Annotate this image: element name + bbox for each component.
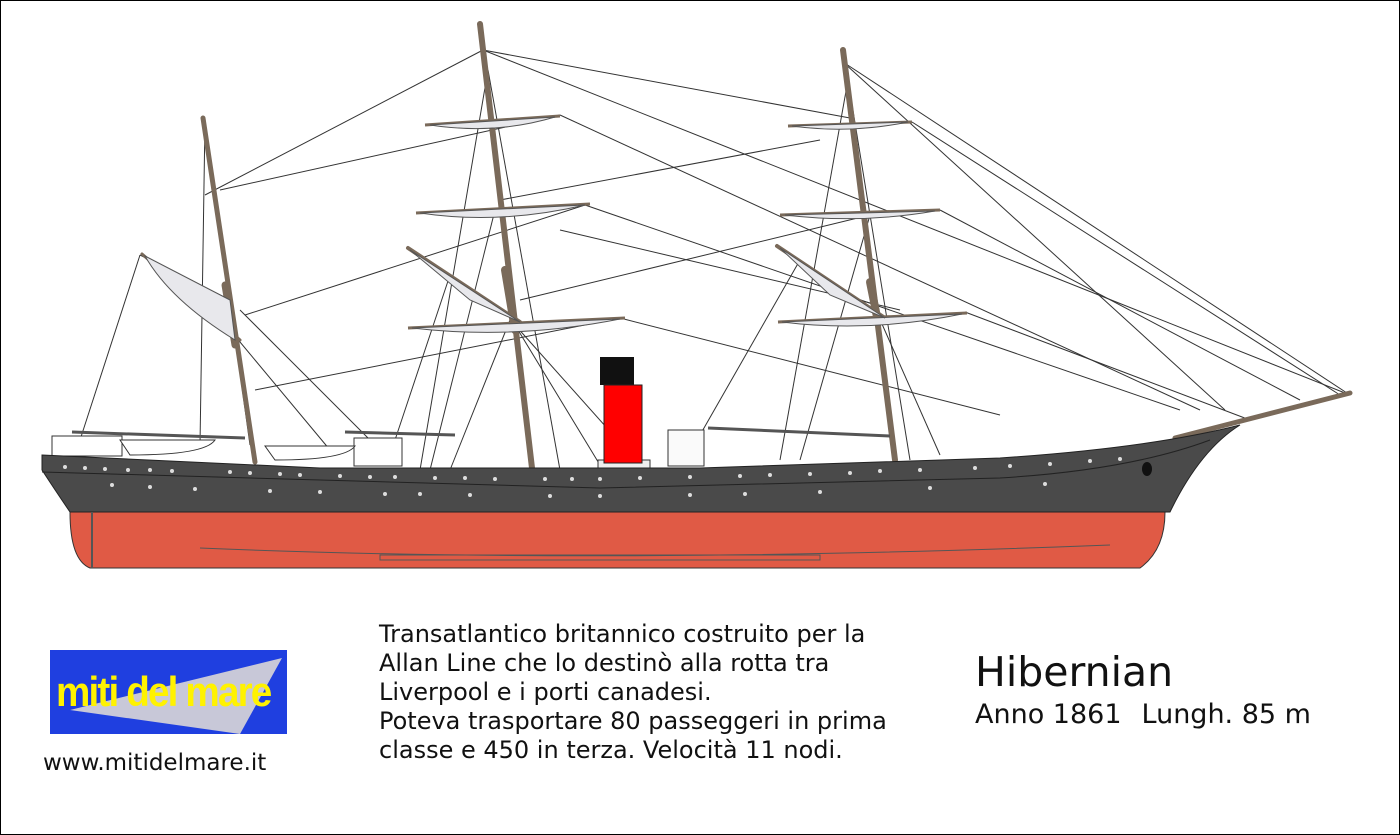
ship-illustration — [41, 21, 1353, 569]
logo-text: miti del mare — [56, 668, 272, 715]
site-url[interactable]: www.mitidelmare.it — [43, 750, 267, 776]
bowsprit — [1172, 390, 1353, 441]
masts — [140, 21, 1353, 471]
description-line: Liverpool e i porti canadesi. — [379, 678, 712, 706]
main-mast — [477, 21, 535, 471]
portholes — [63, 457, 1122, 498]
deckhouses — [51, 435, 403, 467]
furled-sails — [143, 116, 963, 341]
ship-year: Anno 1861 — [975, 699, 1122, 730]
hull-upper — [41, 424, 1241, 513]
description-line: Allan Line che lo destinò alla rotta tra — [379, 649, 830, 677]
hawse-hole — [1142, 462, 1152, 476]
ship-name: Hibernian — [975, 648, 1174, 696]
hull-lower — [69, 511, 1166, 569]
miti-del-mare-logo[interactable]: miti del mare — [50, 650, 287, 734]
ship-description: Transatlantico britannico costruito per … — [379, 620, 939, 765]
description-line: Poteva trasportare 80 passeggeri in prim… — [379, 707, 887, 735]
fore-mast — [840, 47, 898, 463]
logo-swoosh — [70, 658, 282, 734]
ship-info: Anno 1861 Lungh. 85 m — [975, 699, 1311, 730]
funnel — [597, 357, 705, 471]
description-line: Transatlantico britannico costruito per … — [379, 620, 866, 648]
ship-length: Lungh. 85 m — [1141, 699, 1311, 730]
description-line: classe e 450 in terza. Velocità 11 nodi. — [379, 736, 843, 764]
rigging — [79, 49, 1351, 471]
